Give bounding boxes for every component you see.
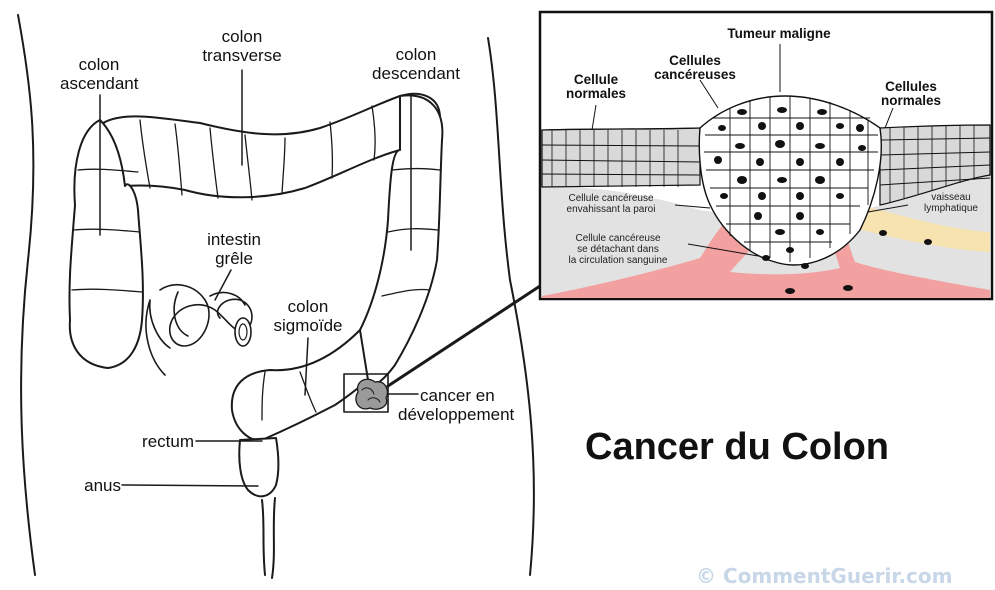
body-outline-left [18, 15, 35, 575]
transverse-colon [100, 94, 440, 197]
label-cellule-envahissant: Cellule cancéreuse envahissant la paroi [548, 193, 674, 215]
small-intestine-end [235, 318, 251, 346]
label-vaisseau-lymphatique: vaisseau lymphatique [910, 192, 992, 214]
normal-cells-left [542, 128, 700, 187]
label-colon-sigmoide: colon sigmoïde [266, 297, 350, 335]
label-colon-transverse: colon transverse [196, 27, 288, 65]
legs-outline [262, 498, 275, 578]
label-anus: anus [76, 476, 121, 495]
label-colon-descendant: colon descendant [366, 45, 466, 83]
watermark: © CommentGuerir.com [696, 564, 952, 588]
label-intestin-grele: intestin grêle [203, 230, 265, 268]
label-cellules-normales-right: Cellules normales [866, 80, 956, 108]
label-cancer-developpement: cancer en développement [398, 386, 532, 424]
label-colon-ascendant: colon ascendant [60, 55, 138, 93]
tumor-mass [356, 379, 387, 409]
diagram-title: Cancer du Colon [585, 426, 889, 469]
sigmoid-colon [232, 330, 368, 440]
label-cellules-cancereuses: Cellules cancéreuses [637, 54, 753, 82]
label-tumeur-maligne: Tumeur maligne [706, 27, 852, 41]
label-rectum: rectum [128, 432, 194, 451]
label-cellule-detachant: Cellule cancéreuse se détachant dans la … [548, 233, 688, 266]
rectum [239, 438, 278, 496]
label-cellule-normales-left: Cellule normales [551, 73, 641, 101]
